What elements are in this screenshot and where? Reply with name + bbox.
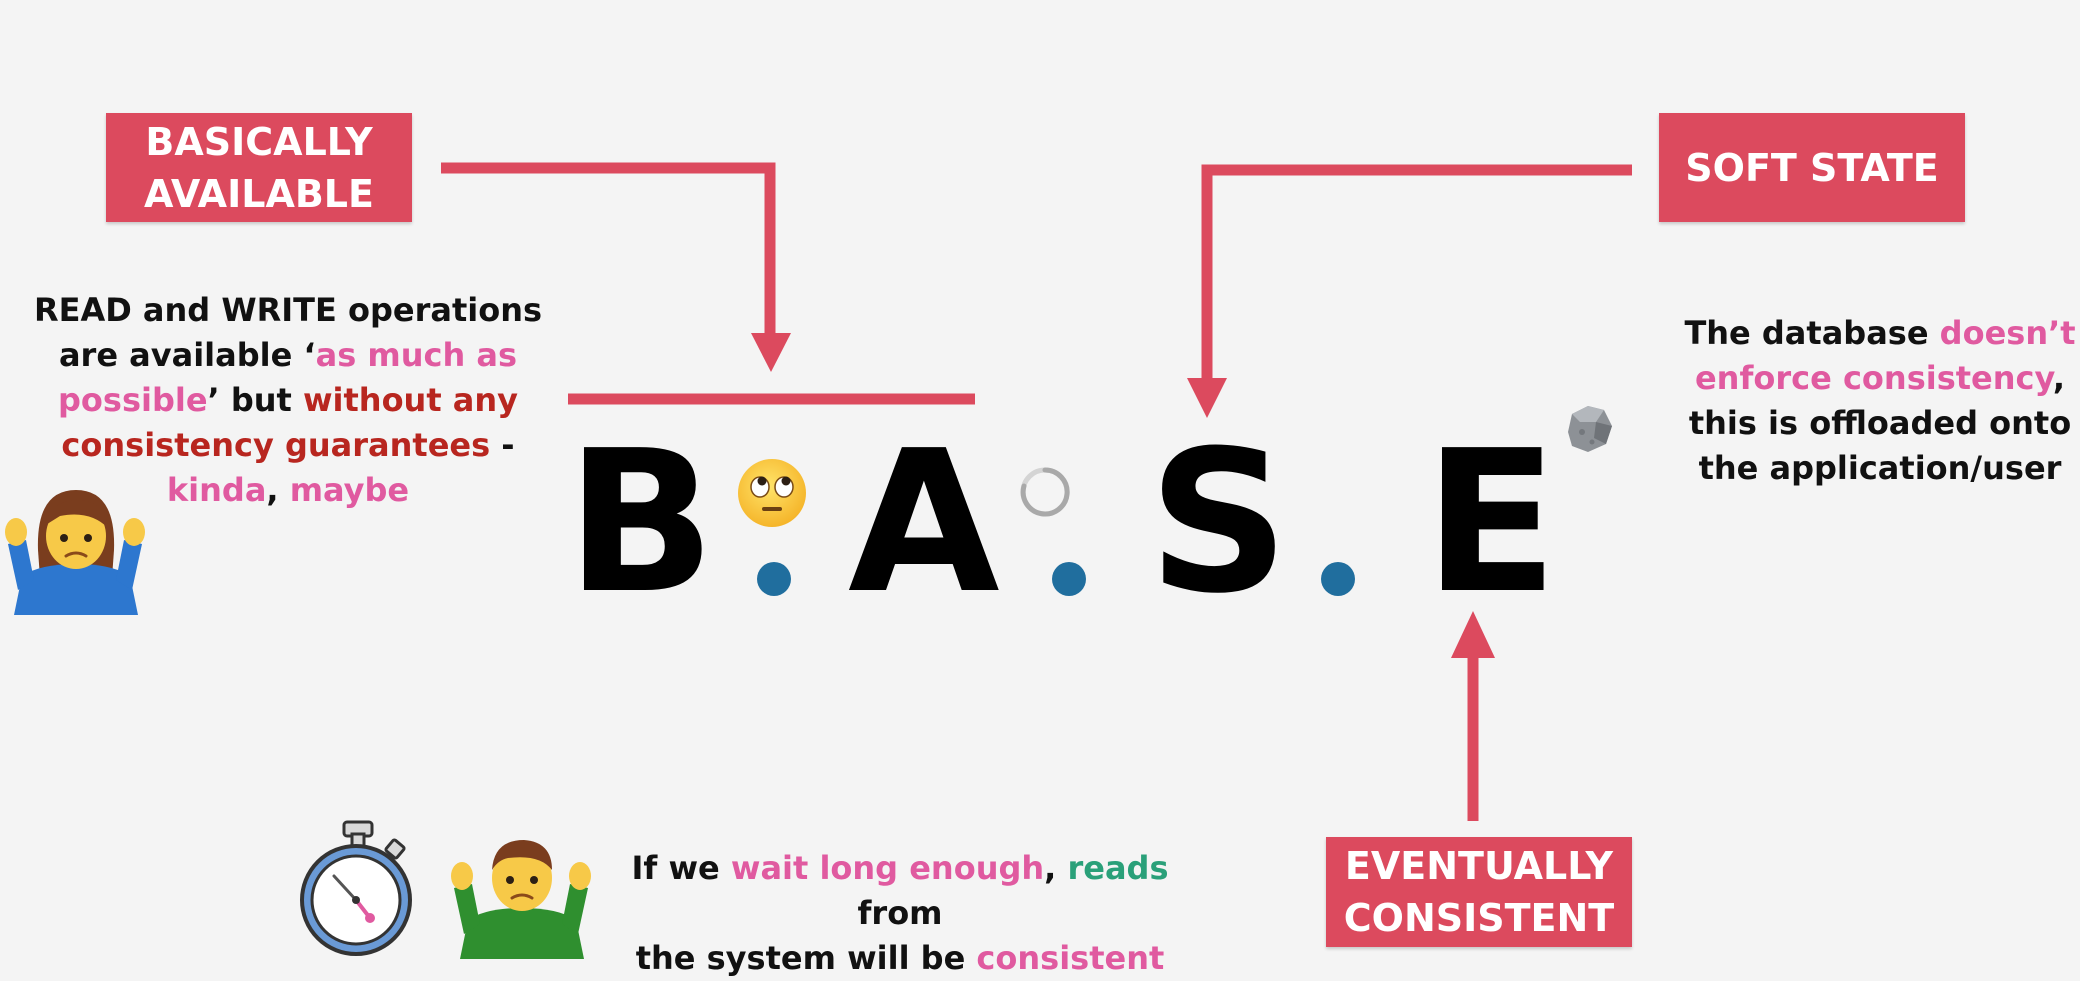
person-shrugging-woman-icon bbox=[5, 490, 145, 615]
soft-state-title: SOFT STATE bbox=[1685, 145, 1939, 190]
soft-state-description: The database doesn’t enforce consistency… bbox=[1680, 311, 2080, 491]
basically-available-description: READ and WRITE operations are available … bbox=[28, 288, 548, 513]
person-shrugging-man-icon bbox=[451, 840, 591, 959]
letter-b: B bbox=[566, 409, 716, 637]
ec-desc-highlight-consistent: consistent bbox=[976, 939, 1165, 977]
letter-e: E bbox=[1424, 409, 1558, 637]
ec-desc-line2: the system will be consistent bbox=[600, 936, 1200, 981]
ba-desc-line4: consistency guarantees - bbox=[28, 423, 548, 468]
ec-desc-line2-text: the system will be bbox=[635, 939, 977, 977]
ss-desc-line2: enforce consistency, bbox=[1680, 356, 2080, 401]
ss-desc-line4: the application/user bbox=[1698, 449, 2062, 487]
face-with-rolling-eyes-icon bbox=[738, 459, 806, 527]
letter-s: S bbox=[1148, 409, 1290, 637]
ba-desc-highlight-kinda: kinda bbox=[166, 471, 267, 509]
ba-desc-line1: READ and WRITE operations bbox=[33, 291, 543, 329]
ss-desc-line3: this is offloaded onto bbox=[1688, 404, 2072, 442]
loading-spinner-icon bbox=[1020, 467, 1070, 517]
ba-desc-highlight-possible: possible bbox=[58, 381, 208, 419]
ec-desc-line1-comma: , bbox=[1044, 849, 1068, 887]
rock-icon bbox=[1568, 406, 1612, 452]
eventually-consistent-description: If we wait long enough, reads from the s… bbox=[600, 846, 1200, 981]
ec-desc-line1-tail: from bbox=[857, 894, 943, 932]
ba-desc-highlight-as-much-as: as much as bbox=[315, 336, 518, 374]
ec-desc-highlight-reads: reads bbox=[1067, 849, 1169, 887]
basically-available-connector bbox=[441, 162, 776, 340]
basically-available-title-line2: AVAILABLE bbox=[144, 171, 374, 216]
soft-state-connector bbox=[1201, 164, 1632, 385]
ec-desc-highlight-wait-long-enough: wait long enough bbox=[730, 849, 1045, 887]
ba-desc-line2: are available ‘as much as bbox=[28, 333, 548, 378]
eventually-consistent-tag: EVENTUALLY CONSISTENT bbox=[1326, 837, 1632, 947]
separator-dot-2 bbox=[1052, 562, 1086, 596]
eventually-consistent-title-line1: EVENTUALLY bbox=[1344, 844, 1614, 888]
ba-desc-line5: kinda, maybe bbox=[28, 468, 548, 513]
ss-desc-line2-text: , bbox=[2052, 359, 2066, 397]
ba-desc-line2-text: are available ‘ bbox=[58, 336, 316, 374]
ss-desc-highlight-doesnt: doesn’t bbox=[1939, 314, 2076, 352]
eventually-consistent-title-line2: CONSISTENT bbox=[1343, 896, 1615, 940]
soft-state-tag: SOFT STATE bbox=[1659, 113, 1965, 222]
ss-desc-line1-text: The database bbox=[1684, 314, 1940, 352]
ss-desc-line1: The database doesn’t bbox=[1680, 311, 2080, 356]
ba-desc-line4-text: - bbox=[490, 426, 515, 464]
letter-a: A bbox=[848, 409, 1000, 637]
ba-desc-line3: possible’ but without any bbox=[28, 378, 548, 423]
ec-desc-line1: If we wait long enough, reads from bbox=[600, 846, 1200, 936]
ss-desc-highlight-enforce-consistency: enforce consistency bbox=[1694, 359, 2053, 397]
ba-desc-highlight-maybe: maybe bbox=[289, 471, 410, 509]
basically-available-arrowhead bbox=[751, 333, 791, 372]
ba-desc-highlight-without-any: without any bbox=[302, 381, 518, 419]
ec-desc-line1-text: If we bbox=[631, 849, 731, 887]
stopwatch-icon bbox=[300, 820, 412, 956]
separator-dot-3 bbox=[1321, 562, 1355, 596]
basically-available-title-line1: BASICALLY bbox=[145, 119, 373, 164]
separator-dot-1 bbox=[757, 562, 791, 596]
ba-desc-line3-text: ’ but bbox=[207, 381, 303, 419]
ba-desc-highlight-consistency-guarantees: consistency guarantees bbox=[61, 426, 491, 464]
ba-desc-line5-text: , bbox=[266, 471, 290, 509]
soft-state-arrowhead bbox=[1187, 378, 1227, 418]
basically-available-tag: BASICALLY AVAILABLE bbox=[106, 113, 412, 222]
eventually-consistent-arrowhead bbox=[1451, 611, 1495, 658]
